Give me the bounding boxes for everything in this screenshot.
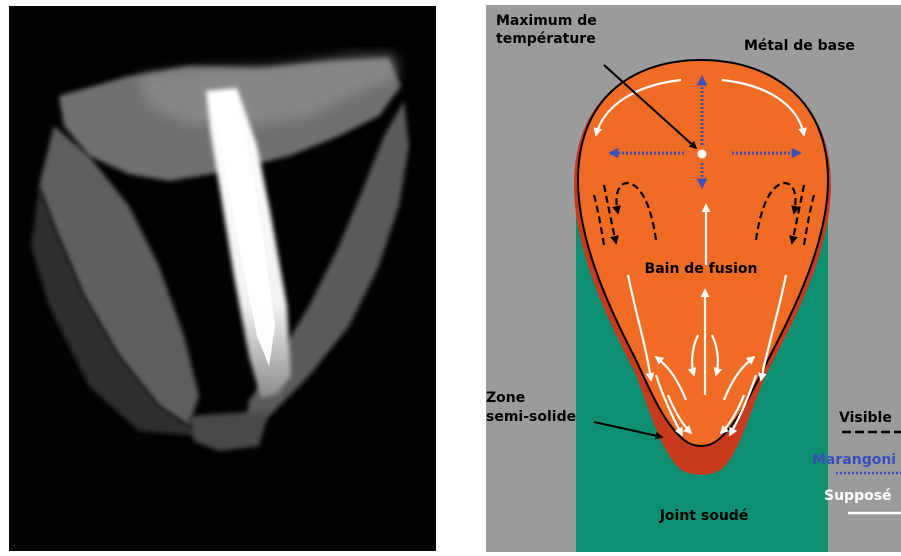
weld-pool-photo xyxy=(9,6,436,551)
legend-visible-label: Visible xyxy=(839,410,892,426)
legend-marangoni-label: Marangoni xyxy=(812,452,896,468)
weld-pool-label: Bain de fusion xyxy=(645,261,758,277)
mushy-zone-label-1: Zone xyxy=(486,390,525,406)
mushy-zone-label-2: semi-solide xyxy=(486,409,576,425)
weld-pool-diagram: Maximum de température Métal de base Bai… xyxy=(486,5,901,552)
legend-suppose-label: Supposé xyxy=(824,488,892,504)
max-temp-label-2: température xyxy=(496,31,596,47)
weld-pool-photo-graphic xyxy=(9,6,436,551)
weld-joint-label: Joint soudé xyxy=(659,508,749,524)
diagram-svg: Maximum de température Métal de base Bai… xyxy=(486,5,901,552)
base-metal-label: Métal de base xyxy=(744,38,855,54)
max-temp-label-1: Maximum de xyxy=(496,13,597,29)
temperature-max-point xyxy=(698,150,707,159)
